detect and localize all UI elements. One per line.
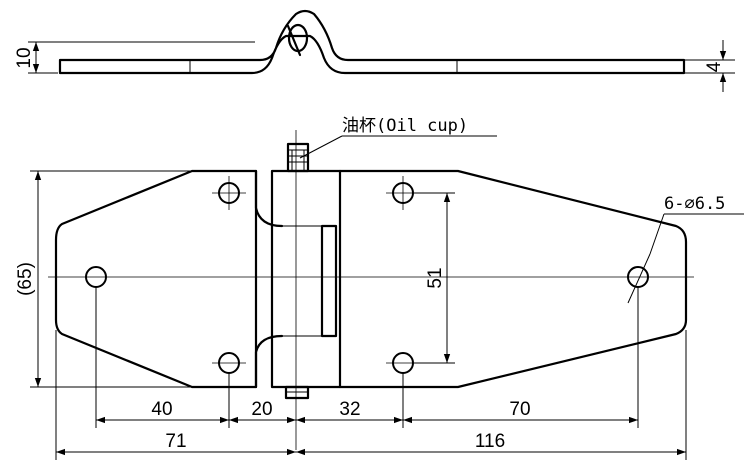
hole-callout-leader-a <box>627 253 651 304</box>
oil-cup <box>286 142 310 173</box>
left-leaf-outline <box>54 169 258 389</box>
dim-71-text: 71 <box>165 431 186 452</box>
dim-40-text: 40 <box>151 399 172 420</box>
side-plate-outline <box>58 9 686 75</box>
oil-cup-label: 油杯(Oil cup) <box>342 116 468 136</box>
side-view: 10 4 <box>14 9 735 92</box>
knuckle-inner-band <box>320 224 338 338</box>
side-knuckle-eye <box>287 23 309 53</box>
dim-116-text: 116 <box>475 431 505 452</box>
right-leaf-outline <box>338 169 688 389</box>
hole-callout-text: 6-∅6.5 <box>664 194 725 214</box>
left-leaf-neck <box>254 169 284 389</box>
hole-callout-leader-b <box>649 213 665 255</box>
dim-51-text: 51 <box>425 267 446 288</box>
front-view: 油杯(Oil cup) (65) 51 <box>15 116 744 460</box>
dim-70-text: 70 <box>509 399 530 420</box>
pin-end <box>284 385 310 400</box>
oil-cup-leader <box>299 135 343 159</box>
mounting-holes <box>85 182 649 374</box>
dim-4-text: 4 <box>704 61 725 72</box>
dim-65-text: (65) <box>15 262 36 296</box>
knuckle-barrel <box>270 169 342 389</box>
dim-20-text: 20 <box>251 399 272 420</box>
dim-10-text: 10 <box>14 47 35 68</box>
side-knuckle-mark <box>286 24 302 57</box>
center-lines <box>48 130 694 450</box>
dim-32-text: 32 <box>339 399 360 420</box>
oil-cup-body <box>286 142 310 173</box>
